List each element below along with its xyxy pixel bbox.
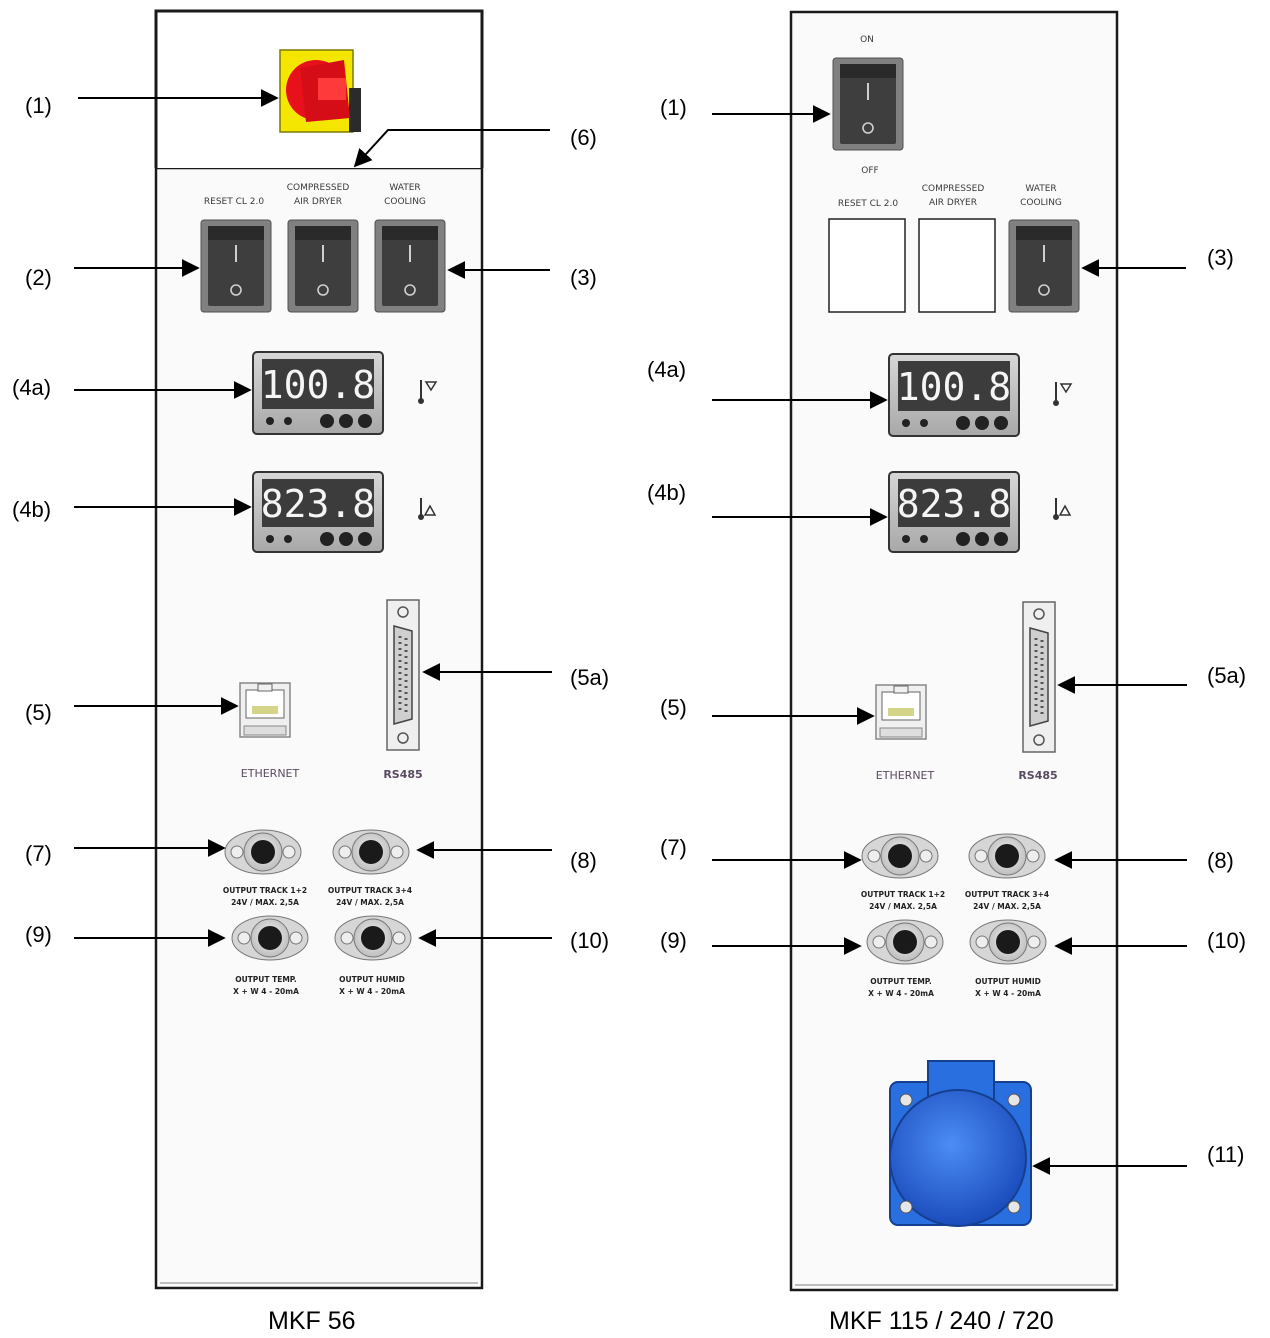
rs485-port[interactable] <box>386 599 420 751</box>
output-track-34-label-right: OUTPUT TRACK 3+4 <box>965 890 1049 899</box>
ethernet-port-right[interactable] <box>875 684 927 740</box>
output-track-34-spec-right: 24V / MAX. 2,5A <box>973 902 1041 911</box>
label-water-right: WATER <box>1025 184 1056 194</box>
output-track-34-socket-right[interactable] <box>968 833 1046 879</box>
callout-10-right: (10) <box>1207 928 1247 953</box>
rs485-label: RS485 <box>383 768 422 781</box>
off-label: OFF <box>861 166 878 176</box>
label-compressed: COMPRESSED <box>287 183 350 193</box>
thermometer-icon-right <box>1053 382 1073 406</box>
callout-9-left: (9) <box>25 922 52 947</box>
right-panel: ON OFF RESET CL 2.0 COMPRESSED AIR DRYER… <box>712 10 1187 1292</box>
thermometer-icon <box>418 380 438 404</box>
water-cooling-switch-right[interactable] <box>1008 219 1080 313</box>
output-temp-label: OUTPUT TEMP. <box>235 975 297 984</box>
callout-8-right: (8) <box>1207 848 1234 873</box>
ethernet-label-right: ETHERNET <box>876 769 935 782</box>
display-value-a: 100.8 <box>261 363 375 407</box>
output-track-12-spec-right: 24V / MAX. 2,5A <box>869 902 937 911</box>
callout-5a-right: (5a) <box>1207 663 1247 688</box>
callout-9-right: (9) <box>660 928 687 953</box>
label-water: WATER <box>389 183 420 193</box>
blank-slot-reset <box>828 218 906 313</box>
output-track-34-label: OUTPUT TRACK 3+4 <box>328 886 412 895</box>
temperature-display: 100.8 <box>252 351 384 435</box>
left-panel-frame <box>154 166 484 1290</box>
label-air-dryer: AIR DRYER <box>294 197 342 207</box>
right-panel-title: MKF 115 / 240 / 720 <box>829 1307 1054 1335</box>
callout-1-left: (1) <box>25 93 52 118</box>
output-track-12-spec: 24V / MAX. 2,5A <box>231 898 299 907</box>
main-disconnect-switch[interactable] <box>279 49 361 133</box>
callout-3-right: (3) <box>1207 245 1234 270</box>
callout-5a-left: (5a) <box>570 665 610 690</box>
callout-5-left: (5) <box>25 700 52 725</box>
callout-7-left: (7) <box>25 841 52 866</box>
display-value-a-right: 100.8 <box>897 365 1011 409</box>
label-reset-right: RESET CL 2.0 <box>838 199 898 209</box>
output-humid-spec-right: X + W 4 - 20mA <box>975 989 1041 998</box>
label-cooling: COOLING <box>384 197 426 207</box>
on-label: ON <box>860 35 874 45</box>
callout-4a-left: (4a) <box>12 375 52 400</box>
output-temp-spec: X + W 4 - 20mA <box>233 987 299 996</box>
output-track-12-label: OUTPUT TRACK 1+2 <box>223 886 307 895</box>
output-temp-socket-right[interactable] <box>866 919 944 965</box>
output-track-34-socket[interactable] <box>332 829 410 875</box>
output-track-34-spec: 24V / MAX. 2,5A <box>336 898 404 907</box>
label-air-dryer-right: AIR DRYER <box>929 198 977 208</box>
display-value-b-right: 823.8 <box>897 482 1011 526</box>
output-temp-socket[interactable] <box>231 915 309 961</box>
callout-4a-right: (4a) <box>647 357 687 382</box>
callout-4b-left: (4b) <box>12 497 52 522</box>
on-off-switch[interactable] <box>832 57 904 151</box>
callout-7-right: (7) <box>660 835 687 860</box>
reset-switch[interactable] <box>200 219 272 313</box>
callout-2-left: (2) <box>25 265 52 290</box>
humidity-icon-right <box>1053 498 1072 520</box>
output-temp-label-right: OUTPUT TEMP. <box>870 977 932 986</box>
output-humid-socket-right[interactable] <box>969 919 1047 965</box>
callout-3-left: (3) <box>570 265 597 290</box>
output-humid-socket[interactable] <box>334 915 412 961</box>
temperature-display-right: 100.8 <box>888 353 1020 437</box>
blank-slot-air-dryer <box>918 218 996 313</box>
ethernet-label: ETHERNET <box>241 767 300 780</box>
rs485-label-right: RS485 <box>1018 769 1057 782</box>
label-compressed-right: COMPRESSED <box>922 184 985 194</box>
humidity-icon <box>418 498 437 520</box>
callout-6-left: (6) <box>570 125 597 150</box>
left-panel: RESET CL 2.0 COMPRESSED AIR DRYER WATER … <box>74 9 552 1290</box>
callout-8-left: (8) <box>570 848 597 873</box>
output-humid-spec: X + W 4 - 20mA <box>339 987 405 996</box>
callout-1-right: (1) <box>660 95 687 120</box>
rs485-port-right[interactable] <box>1022 601 1056 753</box>
water-cooling-switch[interactable] <box>374 219 446 313</box>
left-panel-title: MKF 56 <box>268 1307 356 1335</box>
output-track-12-label-right: OUTPUT TRACK 1+2 <box>861 890 945 899</box>
callout-11-right: (11) <box>1207 1142 1245 1167</box>
power-socket[interactable] <box>889 1060 1032 1227</box>
output-humid-label: OUTPUT HUMID <box>339 975 405 984</box>
display-value-b: 823.8 <box>261 482 375 526</box>
compressed-air-dryer-switch[interactable] <box>287 219 359 313</box>
label-cooling-right: COOLING <box>1020 198 1062 208</box>
callout-10-left: (10) <box>570 928 610 953</box>
label-reset: RESET CL 2.0 <box>204 197 264 207</box>
output-temp-spec-right: X + W 4 - 20mA <box>868 989 934 998</box>
output-humid-label-right: OUTPUT HUMID <box>975 977 1041 986</box>
ethernet-port[interactable] <box>239 682 291 738</box>
humidity-display: 823.8 <box>252 471 384 553</box>
output-track-12-socket-right[interactable] <box>861 833 939 879</box>
callout-5-right: (5) <box>660 695 687 720</box>
arrow-6-left <box>353 129 550 168</box>
humidity-display-right: 823.8 <box>888 471 1020 553</box>
output-track-12-socket[interactable] <box>224 829 302 875</box>
callout-4b-right: (4b) <box>647 480 687 505</box>
